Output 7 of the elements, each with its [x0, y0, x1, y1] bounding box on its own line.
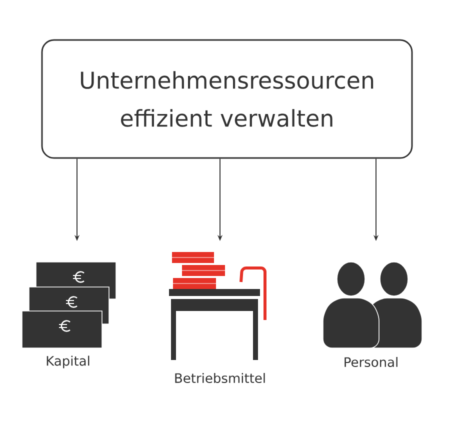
title-box: Unternehmensressourcen effizient verwalten — [41, 39, 413, 159]
euro-notes-drawing — [22, 262, 116, 348]
people-drawing — [322, 262, 422, 348]
item-label: Personal — [344, 356, 398, 368]
item-label: Betriebsmittel — [175, 372, 265, 384]
desk-drawing — [169, 252, 266, 360]
item-label: Kapital — [46, 356, 90, 368]
